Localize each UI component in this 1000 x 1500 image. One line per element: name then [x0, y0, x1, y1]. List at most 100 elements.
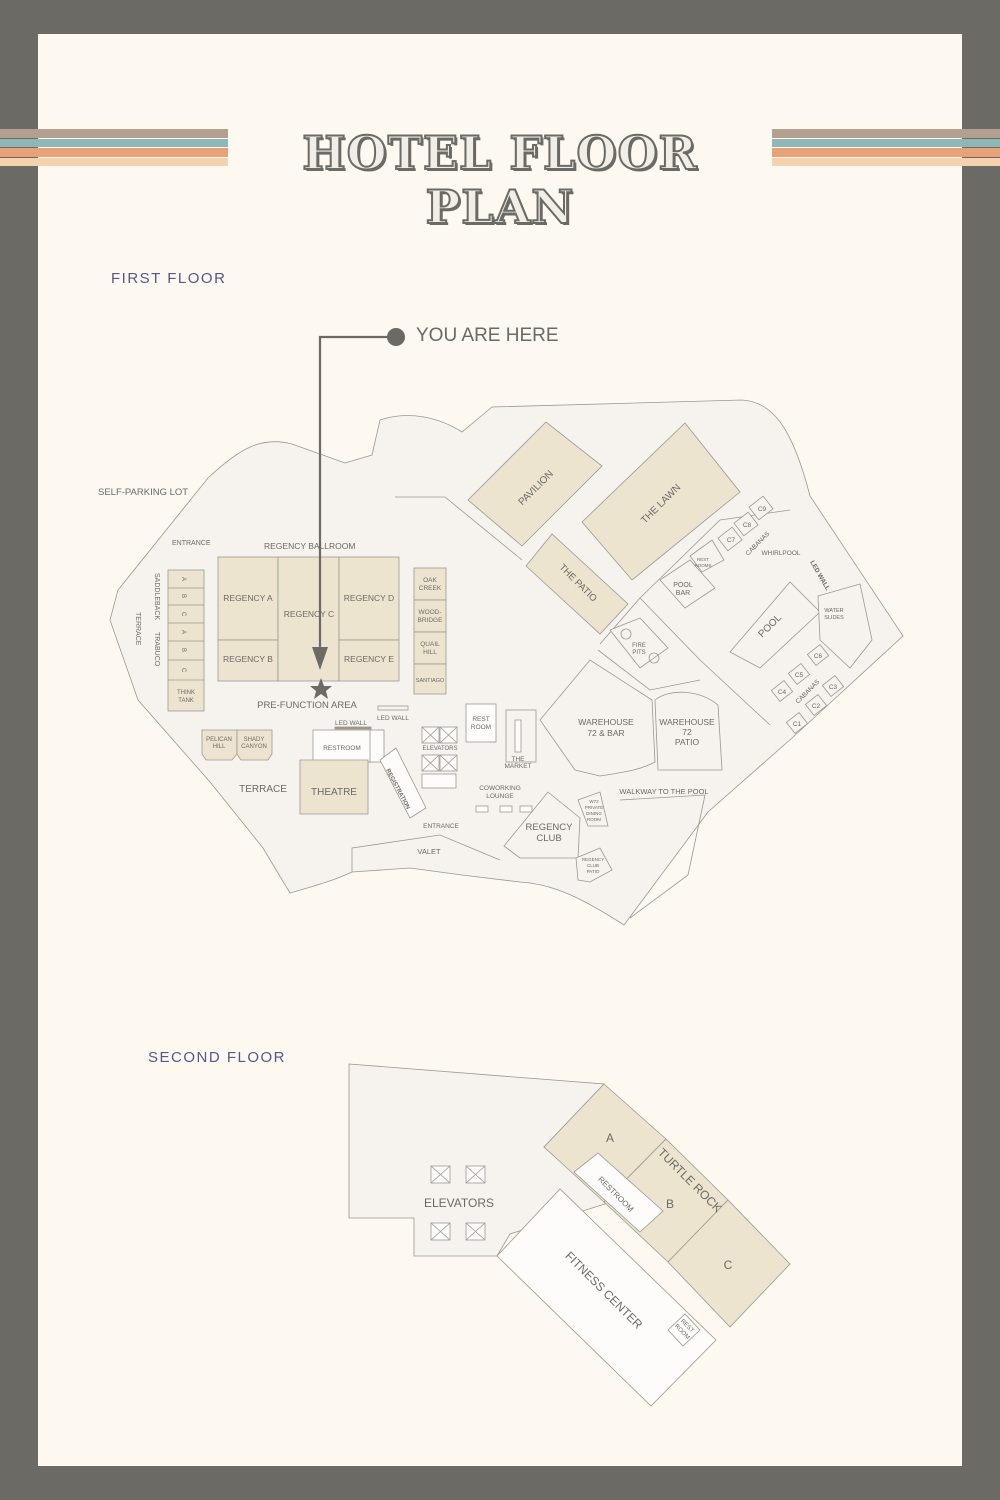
column-letter: C: [180, 668, 186, 673]
label-shady-canyon: SHADY: [244, 737, 265, 743]
label-led-wall: LED WALL: [335, 720, 367, 727]
rest-room-first-floor: [465, 703, 497, 743]
label-the-market: MARKET: [504, 763, 531, 770]
regency-a: [217, 556, 279, 641]
label-regency-c: REGENCY C: [284, 609, 334, 619]
page-title: HOTEL FLOOR PLAN: [301, 125, 698, 235]
label-water-slides: SLIDES: [824, 615, 844, 621]
label-w72: PRIVATE: [585, 805, 604, 810]
label-pelican-hill: PELICAN: [206, 737, 232, 743]
label-cabana-c9: C9: [758, 506, 767, 513]
lounge-table: [519, 805, 533, 813]
restroom-block: [312, 729, 372, 763]
label-regency-d: REGENCY D: [344, 593, 394, 603]
label-saddleback: SADDLEBACK: [153, 573, 160, 620]
stripe: [0, 129, 228, 138]
regency-d: [338, 556, 400, 641]
label-warehouse-bar: WAREHOUSE: [578, 717, 634, 727]
wall: [351, 834, 501, 872]
cabana-c9: [748, 495, 774, 521]
regency-club-patio: [575, 847, 613, 883]
first-floor-label: FIRST FLOOR: [111, 270, 227, 287]
wall: [619, 794, 706, 919]
w72-private-dining: [577, 791, 609, 827]
label-cabana-c3: C3: [829, 684, 838, 691]
label-coworking: COWORKING: [479, 785, 521, 792]
label-entrance-top: ENTRANCE: [172, 540, 211, 547]
label-regency-club: CLUB: [536, 833, 561, 844]
rest-room-second-floor: [667, 1313, 701, 1347]
registration: [379, 747, 427, 819]
label-rest-room: ROOM: [471, 724, 491, 731]
restroom-stalls: [369, 729, 385, 763]
fire-pits-area: [609, 617, 669, 669]
you-are-here-dot: [387, 328, 405, 346]
label-cabana-c6: C6: [814, 653, 823, 660]
label-cabana-c1: C1: [793, 721, 802, 728]
label-cabana-c8: C8: [743, 522, 752, 529]
lounge-table: [475, 805, 489, 813]
wall: [395, 496, 523, 561]
restroom-second-floor: [573, 1152, 664, 1233]
label-cabana-c7: C7: [727, 537, 736, 544]
column-letter: B: [180, 648, 186, 652]
santiago: [413, 663, 447, 695]
label-pool-restrooms: REST: [697, 557, 709, 562]
label-regency-ballroom: REGENCY BALLROOM: [264, 541, 355, 551]
regency-club: [503, 791, 581, 859]
stripe: [0, 148, 228, 157]
pavilion-area: [467, 421, 603, 547]
cabana-c1: [785, 711, 809, 735]
meeting-room-column: [167, 569, 205, 712]
label-entrance-bottom: ENTRANCE: [423, 823, 459, 830]
label-fire-pits: FIRE: [632, 643, 646, 649]
label-warehouse-bar: 72 & BAR: [587, 728, 624, 738]
you-are-here-star: [310, 678, 332, 699]
elevator-cross: [421, 726, 458, 772]
second-floor-label: SECOND FLOOR: [148, 1049, 287, 1066]
label-think-tank: TANK: [178, 698, 194, 704]
label-turtle-rock-c: C: [724, 1258, 733, 1272]
you-are-here-arrow: [312, 647, 328, 670]
the-patio-area: [525, 533, 629, 635]
title-stripes-left: [0, 129, 228, 175]
quail-hill: [413, 631, 447, 665]
turtle-rock-c: [667, 1199, 791, 1328]
regency-e: [338, 639, 400, 682]
led-wall-bar: [334, 726, 372, 730]
stripe: [0, 138, 228, 147]
fitness-center: [496, 1188, 717, 1407]
you-are-here-label: YOU ARE HERE: [416, 325, 559, 346]
stripe: [772, 148, 1000, 157]
label-woodbridge: WOOD-: [418, 609, 441, 616]
label-led-wall: LED WALL: [377, 715, 409, 722]
label-pool-bar: POOL: [673, 582, 693, 589]
the-lawn-area: [581, 422, 741, 581]
theatre: [299, 759, 369, 815]
label-warehouse-patio: WAREHOUSE: [659, 717, 715, 727]
wall: [639, 597, 771, 726]
label-elevators-second: ELEVATORS: [424, 1196, 494, 1210]
stripe: [772, 138, 1000, 147]
label-pelican-hill: HILL: [213, 744, 226, 750]
label-club-patio: CLUB: [587, 863, 599, 868]
label-w72: DINING: [586, 811, 602, 816]
market-counter: [514, 719, 522, 753]
regency-c: [277, 556, 340, 682]
warehouse-patio: [654, 691, 723, 771]
pool-restrooms: [689, 539, 725, 573]
label-terrace-side: TERRACE: [134, 612, 141, 646]
label-warehouse-patio: PATIO: [675, 737, 700, 747]
label-w72: W72: [589, 799, 599, 804]
label-club-patio: REGENCY: [582, 857, 604, 862]
warehouse-bar: [539, 659, 656, 777]
cabana-c2: [804, 693, 828, 717]
label-warehouse-patio: 72: [682, 727, 692, 737]
label-walkway: WALKWAY TO THE POOL: [619, 787, 708, 796]
label-trabuco: TRABUCO: [153, 632, 160, 667]
label-cabana-c4: C4: [778, 689, 787, 696]
label-regency-a: REGENCY A: [223, 593, 273, 603]
woodbridge: [413, 599, 447, 633]
cabana-c5: [787, 662, 811, 686]
